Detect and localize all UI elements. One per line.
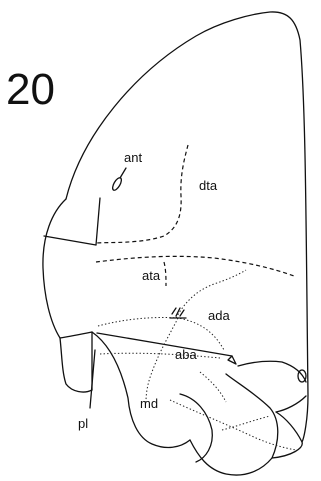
articulation-mark	[170, 308, 186, 318]
labium-edge	[276, 396, 306, 412]
left-lobe-outline	[43, 199, 92, 392]
aba-inner-dots	[146, 318, 178, 402]
label-aba: aba	[175, 347, 197, 362]
ata-ada-boundary	[96, 256, 294, 276]
label-dta: dta	[199, 178, 218, 193]
label-ata: ata	[142, 268, 161, 283]
label-ada: ada	[208, 308, 230, 323]
maxilla-outline	[226, 374, 278, 458]
left-lobe-suture	[44, 236, 96, 245]
label-ant: ant	[124, 150, 142, 165]
labrum-upper-edge	[60, 332, 92, 338]
antenna-socket	[111, 176, 123, 191]
maxilla-dots	[200, 372, 226, 402]
figure-number: 20	[6, 65, 55, 114]
ant-leader-line	[120, 168, 126, 178]
right-lower-lobes	[190, 412, 302, 475]
ata-leader-tick	[164, 262, 166, 286]
head-capsule-outline	[66, 12, 308, 442]
frons-line	[96, 198, 100, 245]
mandible-tip	[228, 356, 236, 364]
label-pl: pl	[78, 416, 88, 431]
label-md: md	[140, 396, 158, 411]
labium-upper-outline	[238, 361, 306, 382]
aba-boundary-dots	[98, 317, 224, 350]
labium-dots	[222, 416, 270, 430]
